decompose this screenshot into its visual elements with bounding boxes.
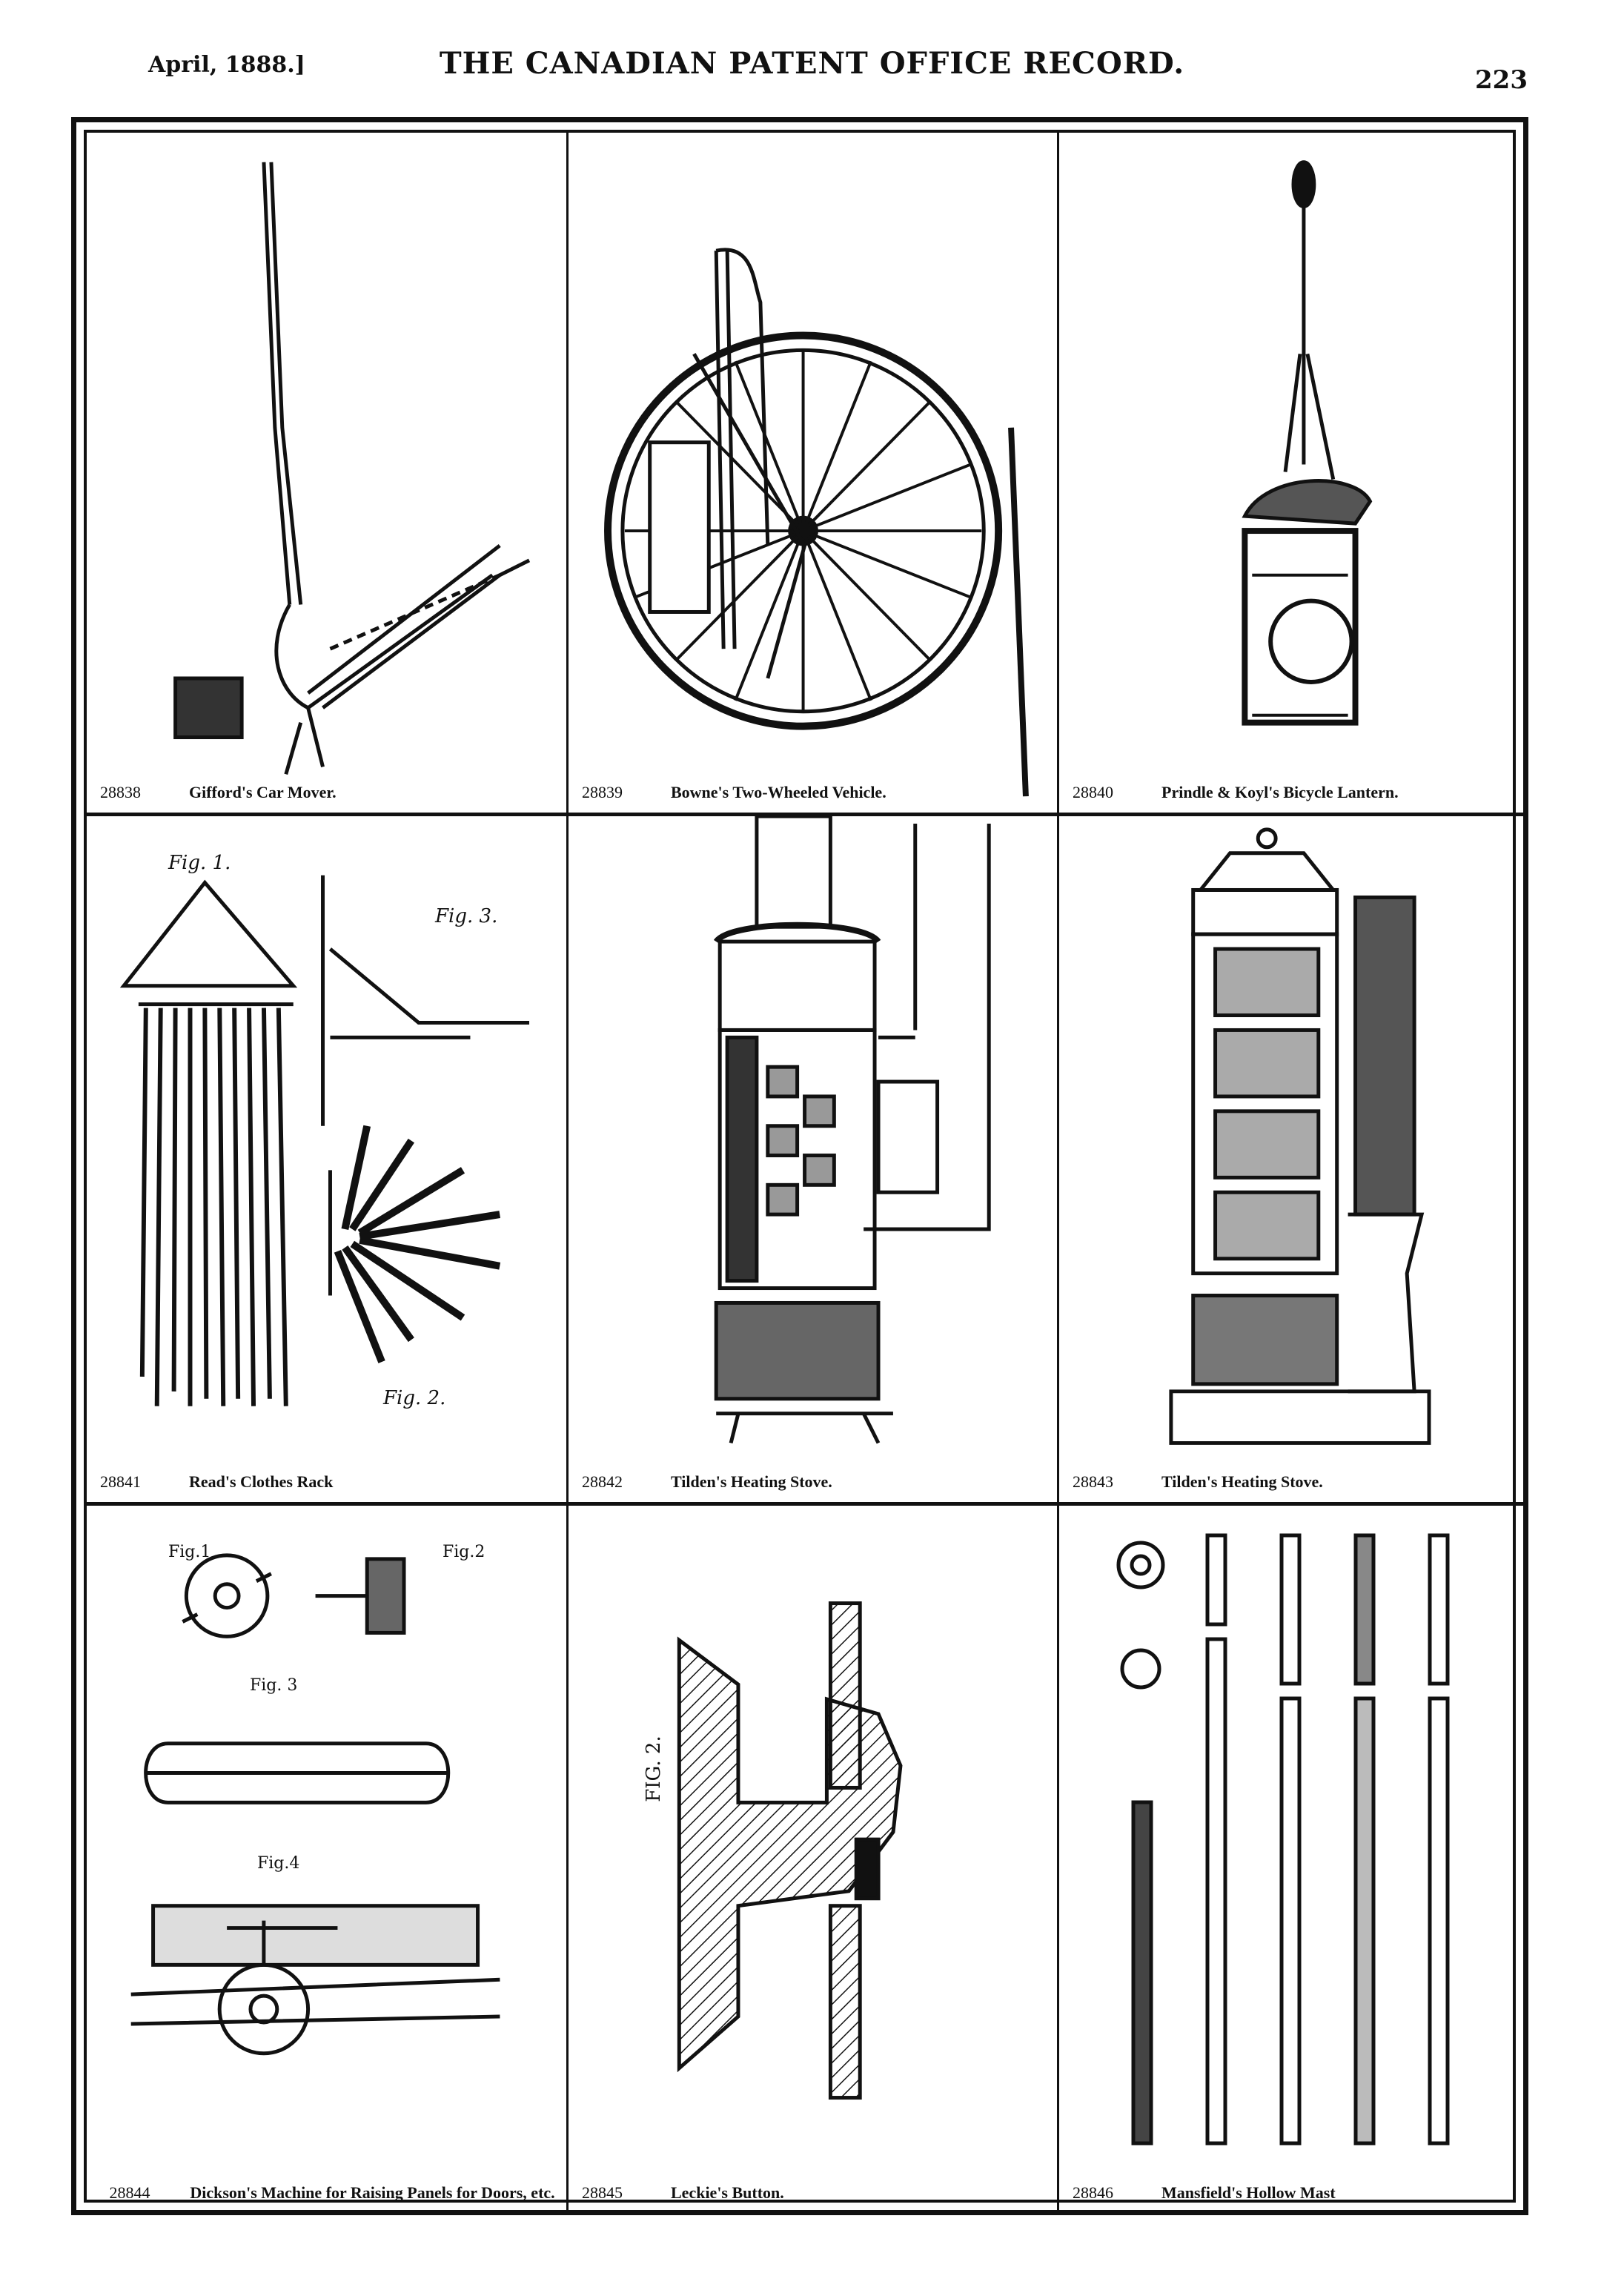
patent-title: Tilden's Heating Stove. <box>671 1472 832 1491</box>
patent-number: 28841 <box>100 1472 141 1491</box>
patent-number: 28840 <box>1073 783 1113 801</box>
heating-stove-illustration <box>713 816 991 1444</box>
heating-stove-illustration <box>1169 827 1431 1445</box>
button-illustration <box>677 1601 903 2100</box>
figure-label: Fig. 3. <box>435 905 498 927</box>
patent-number: 28846 <box>1073 2183 1113 2202</box>
patent-number: 28843 <box>1073 1472 1113 1491</box>
plate-frame: 28838 Gifford's Car Mover. 28839 Bowne's T… <box>71 117 1528 2215</box>
patent-number: 28839 <box>582 783 623 801</box>
patent-title: Dickson's Machine for Raising Panels for… <box>190 2183 555 2202</box>
bicycle-lantern-illustration <box>1242 160 1373 726</box>
patent-cell-28842: 28842 Tilden's Heating Stove. <box>569 816 1059 1506</box>
patent-title: Mansfield's Hollow Mast <box>1161 2183 1336 2202</box>
figure-label: FIG. 2. <box>642 1736 665 1802</box>
patent-cell-28841: Fig. 1. Fig. 3. Fig. 2. 28841 Read's Clot… <box>87 816 569 1506</box>
patent-title: Prindle & Koyl's Bicycle Lantern. <box>1161 783 1399 801</box>
patent-cell-28844: Fig.1 Fig.2 Fig. 3 Fig.4 28844 Dickson's … <box>87 1506 569 2213</box>
figure-label: Fig.2 <box>443 1543 485 1561</box>
panel-raising-machine-illustration <box>130 1553 500 2056</box>
car-mover-illustration <box>173 162 531 775</box>
patent-cell-28839: 28839 Bowne's Two-Wheeled Vehicle. <box>569 133 1059 816</box>
hollow-mast-illustration <box>1116 1533 1450 2146</box>
patent-number: 28845 <box>582 2183 623 2202</box>
patent-title: Leckie's Button. <box>671 2183 784 2202</box>
figure-label: Fig.1 <box>168 1543 211 1561</box>
two-wheeled-vehicle-illustration <box>604 248 1029 797</box>
patent-number: 28844 <box>109 2183 150 2202</box>
figure-label: Fig.4 <box>257 1854 300 1873</box>
patent-cell-28838: 28838 Gifford's Car Mover. <box>87 133 569 816</box>
patent-title: Gifford's Car Mover. <box>189 783 337 801</box>
page-title: THE CANADIAN PATENT OFFICE RECORD. <box>439 46 1185 81</box>
patent-number: 28838 <box>100 783 141 801</box>
patent-cell-28845: FIG. 2. 28845 Leckie's Button. <box>569 1506 1059 2213</box>
patent-cell-28840: 28840 Prindle & Koyl's Bicycle Lantern. <box>1059 133 1526 816</box>
patent-title: Bowne's Two-Wheeled Vehicle. <box>671 783 886 801</box>
patent-number: 28842 <box>582 1472 623 1491</box>
plate-grid: 28838 Gifford's Car Mover. 28839 Bowne's T… <box>84 130 1526 2213</box>
clothes-rack-illustration <box>119 875 530 1406</box>
patent-cell-28843: 28843 Tilden's Heating Stove. <box>1059 816 1526 1506</box>
patent-title: Read's Clothes Rack <box>189 1472 334 1491</box>
header-date: April, 1888.] <box>148 52 305 78</box>
patent-title: Tilden's Heating Stove. <box>1161 1472 1323 1491</box>
figure-label: Fig. 3 <box>250 1676 298 1695</box>
figure-label: Fig. 1. <box>168 852 231 874</box>
page-number: 223 <box>1475 65 1528 95</box>
figure-label: Fig. 2. <box>383 1387 446 1409</box>
patent-cell-28846: 28846 Mansfield's Hollow Mast <box>1059 1506 1526 2213</box>
